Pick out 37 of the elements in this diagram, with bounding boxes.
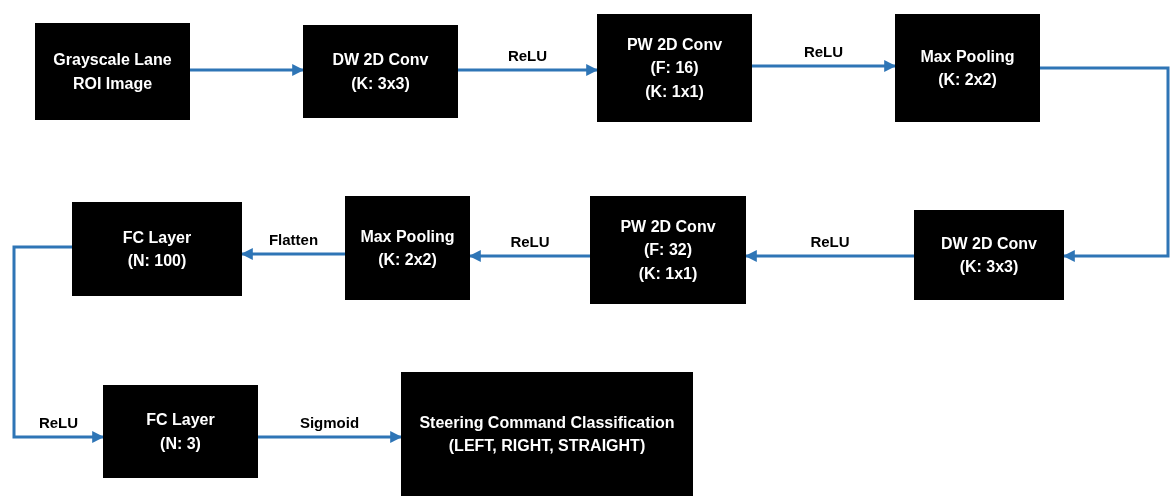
layer-box <box>35 23 190 120</box>
layer-text: (K: 2x2) <box>938 70 997 90</box>
layer-text: FC Layer <box>146 410 215 431</box>
layer-box <box>401 372 693 496</box>
layer-text: (K: 1x1) <box>645 81 704 102</box>
layer-box <box>72 202 242 296</box>
layer-text: (F: 32) <box>644 240 692 261</box>
layer-box <box>590 196 746 304</box>
arrow <box>752 60 897 72</box>
layer-text: (F: 16) <box>650 58 699 79</box>
layer-text: Grayscale Lane ROI Image <box>52 50 173 94</box>
arrow <box>12 245 105 443</box>
layer-text: DW 2D Conv <box>941 233 1037 254</box>
layer-box <box>914 210 1064 300</box>
layer-box <box>597 14 752 122</box>
layer-box <box>303 25 458 118</box>
arrow <box>190 64 305 76</box>
arrow <box>258 431 403 443</box>
layer-text: (K: 3x3) <box>351 73 410 94</box>
layer-text: (LEFT, RIGHT, STRAIGHT) <box>448 436 646 456</box>
layer-text: (N: 3) <box>160 433 201 454</box>
layer-text: Steering Command Classification <box>419 412 675 433</box>
layer-box <box>345 196 470 300</box>
layer-text: (K: 3x3) <box>959 257 1019 277</box>
layer-box <box>895 14 1040 122</box>
layer-text: (N: 100) <box>127 251 187 271</box>
layer-text: Max Pooling <box>920 46 1015 67</box>
layer-text: (K: 1x1) <box>638 263 698 284</box>
layer-text: (K: 2x2) <box>378 250 437 270</box>
layer-text: DW 2D Conv <box>332 50 429 71</box>
layer-text: Max Pooling <box>360 226 455 247</box>
layer-box <box>103 385 258 478</box>
layer-text: PW 2D Conv <box>620 217 716 238</box>
layer-text: PW 2D Conv <box>626 35 723 56</box>
arrow <box>1040 66 1170 262</box>
arrow <box>458 64 599 76</box>
layer-text: FC Layer <box>122 227 192 248</box>
